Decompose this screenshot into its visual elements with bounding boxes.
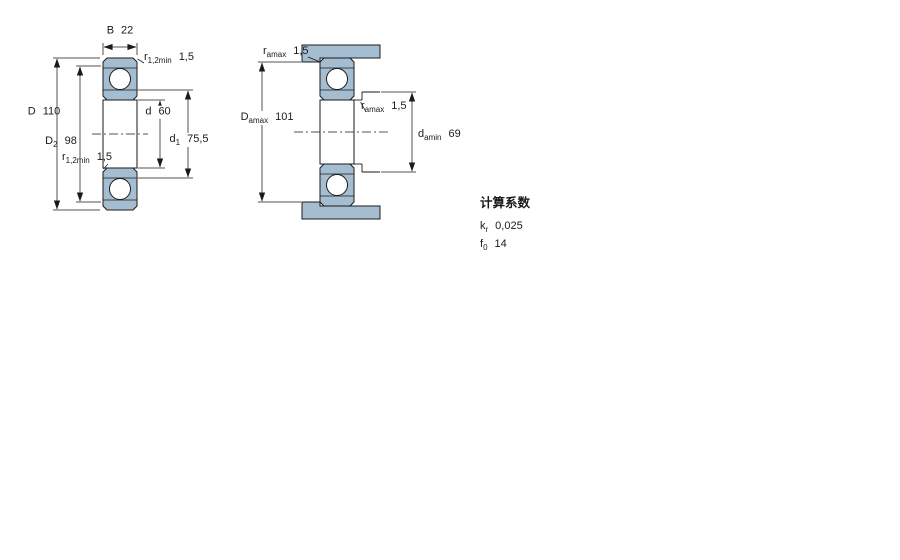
- ball: [326, 68, 348, 90]
- factor-subscript: 0: [483, 243, 488, 253]
- factor-kr: kr 0,025: [480, 220, 523, 234]
- factor-subscript: r: [485, 225, 489, 235]
- left-dimension-lines: [53, 43, 193, 211]
- dim-symbol: d: [169, 132, 176, 145]
- dim-subscript: 1,2min: [147, 56, 172, 66]
- dim-value: 75,5: [187, 132, 209, 145]
- dim-symbol: B: [106, 24, 115, 37]
- dim-label-d1: d1 75,5: [167, 132, 211, 148]
- leader-line: [360, 101, 367, 113]
- dim-value: 69: [448, 128, 461, 140]
- dim-symbol: d: [418, 128, 425, 140]
- dim-subscript: amax: [364, 105, 385, 115]
- factor-value: 0,025: [495, 220, 523, 232]
- dim-value: 22: [121, 24, 134, 37]
- dim-subscript: 1: [175, 138, 181, 148]
- dim-symbol: r: [62, 151, 66, 163]
- dim-label-d: d 60: [143, 105, 173, 119]
- dim-symbol: D: [240, 110, 249, 123]
- dim-label-r12min-top: r1,2min 1,5: [144, 51, 194, 65]
- left-bearing-figure: [92, 57, 148, 211]
- dim-value: 98: [64, 134, 77, 147]
- leader-line: [307, 56, 320, 62]
- factor-symbol: f: [480, 238, 484, 250]
- ball: [326, 174, 348, 196]
- housing-top-section: [301, 44, 381, 63]
- dim-label-ramax-mid: ramax 1,5: [361, 100, 407, 114]
- dim-symbol: r: [144, 51, 148, 63]
- dim-subscript: amin: [424, 133, 442, 143]
- dim-label-ramax-top: ramax 1,5: [263, 45, 309, 59]
- dim-value: 101: [275, 110, 294, 123]
- dim-value: 1,5: [178, 51, 194, 63]
- dim-label-Damax: Damax 101: [238, 110, 296, 126]
- dim-subscript: amax: [266, 50, 287, 60]
- dim-value: 1,5: [96, 151, 112, 163]
- dim-symbol: r: [263, 45, 267, 57]
- dim-label-r12min-bottom: r1,2min 1,5: [62, 151, 112, 165]
- dim-label-D: D 110: [28, 106, 61, 119]
- right-dimension-lines: [258, 56, 416, 203]
- calculation-factors-title: 计算系数: [480, 196, 531, 210]
- factor-f0: f0 14: [480, 238, 507, 252]
- dim-value: 1,5: [391, 100, 407, 112]
- dim-symbol: D: [45, 134, 54, 147]
- dim-label-D2: D2 98: [45, 135, 77, 149]
- dim-symbol: d: [145, 105, 152, 118]
- leader-line: [103, 163, 109, 170]
- dim-label-B: B 22: [107, 25, 134, 38]
- dim-symbol: r: [361, 100, 365, 112]
- dim-subscript: 2: [53, 140, 58, 150]
- dim-subscript: 1,2min: [65, 156, 90, 166]
- housing-bottom-section: [301, 201, 381, 220]
- dim-value: 110: [42, 105, 61, 118]
- leader-line: [137, 58, 145, 64]
- dim-value: 1,5: [293, 45, 309, 57]
- ball: [109, 68, 131, 90]
- right-abutment-figure: [294, 44, 388, 220]
- dim-symbol: D: [27, 105, 36, 118]
- dim-subscript: amax: [248, 116, 269, 126]
- ball: [109, 178, 131, 200]
- dim-value: 60: [158, 105, 171, 118]
- factor-value: 14: [494, 238, 507, 250]
- factor-symbol: k: [480, 220, 486, 232]
- dim-label-damin: damin 69: [418, 128, 461, 142]
